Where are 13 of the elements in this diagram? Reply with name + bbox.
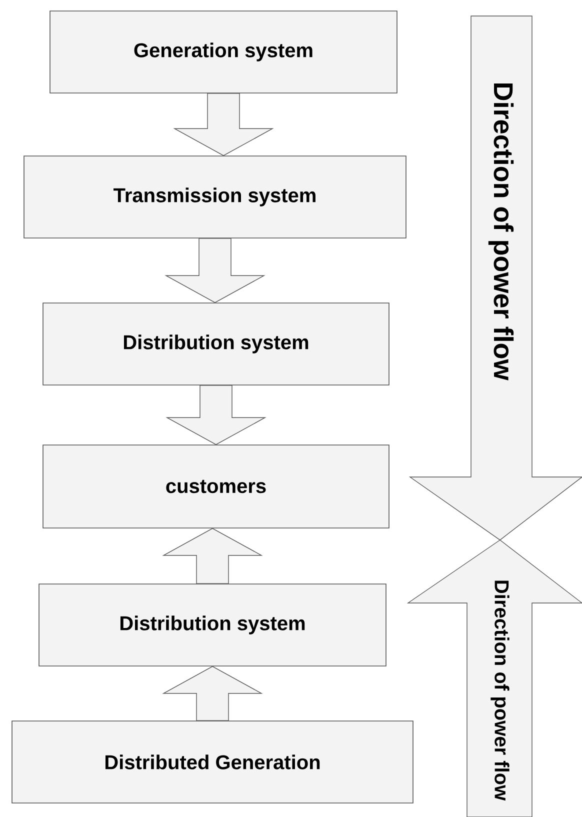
process-box: Distribution system	[42, 302, 390, 386]
block-arrow	[166, 385, 266, 445]
arrow-label: Direction of power flow	[488, 84, 514, 380]
block-arrow	[162, 666, 263, 721]
block-arrow	[173, 93, 274, 156]
process-box: Distribution system	[38, 584, 386, 666]
block-arrow	[162, 528, 263, 584]
process-box: customers	[42, 444, 390, 528]
process-box: Distributed Generation	[12, 720, 414, 804]
process-box: Generation system	[50, 10, 398, 94]
arrow-label: Direction of power flow	[490, 580, 510, 801]
process-box: Transmission system	[24, 156, 406, 238]
block-arrow	[164, 238, 266, 303]
